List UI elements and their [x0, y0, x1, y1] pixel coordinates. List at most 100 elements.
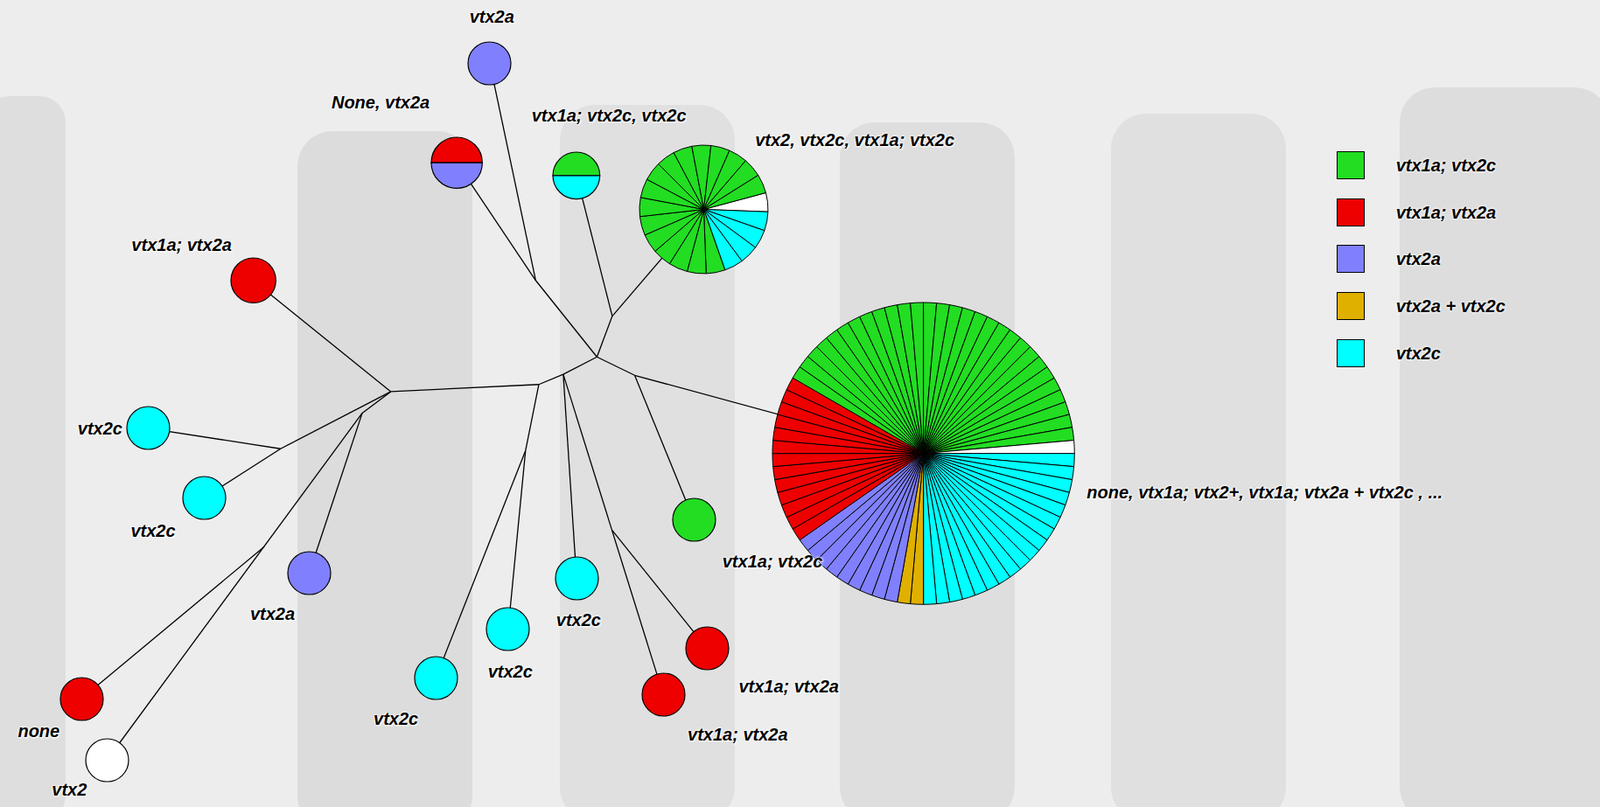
node-label: vtx2c	[77, 418, 123, 440]
pie-slice	[414, 656, 458, 700]
pie-slice	[923, 454, 937, 606]
pie-symbol	[431, 137, 483, 189]
node-label: vtx1a; vtx2c, vtx2c	[531, 104, 687, 126]
pie-symbol	[672, 498, 716, 542]
isolate-circle: vtx2c	[126, 406, 170, 450]
isolate-circle: vtx1a; vtx2c	[672, 498, 716, 542]
tree-branch	[596, 356, 635, 376]
isolate-circle: none	[60, 677, 104, 721]
pie-symbol	[639, 145, 769, 274]
pie-slice	[126, 406, 170, 450]
node-label: none, vtx1a; vtx2+, vtx1a; vtx2a + vtx2c…	[1086, 482, 1443, 504]
pie-slice	[910, 302, 924, 455]
pie-symbol	[414, 656, 458, 700]
tree-branch	[489, 62, 536, 280]
isolate-circle: vtx2c	[486, 607, 530, 651]
legend-text: vtx1a; vtx2c	[1396, 154, 1497, 176]
pie-slice	[923, 440, 1076, 455]
pie-slice	[468, 41, 511, 85]
pie-slice	[786, 378, 923, 455]
pie-slice	[552, 152, 601, 176]
isolate-circle: vtx2a	[287, 551, 331, 595]
tree-branch	[535, 280, 597, 357]
node-label: vtx1a; vtx2c	[722, 551, 824, 573]
pie-slice	[431, 163, 483, 189]
tree-branch	[508, 451, 526, 630]
isolate-circle: vtx2, vtx2c, vtx1a; vtx2c	[639, 145, 769, 274]
pie-symbol	[85, 739, 129, 783]
node-label: vtx2c	[373, 708, 419, 730]
tree-branch	[391, 384, 539, 392]
legend-text: vtx2c	[1396, 342, 1441, 364]
node-label: vtx2, vtx2c, vtx1a; vtx2c	[754, 129, 955, 151]
isolate-circle: vtx2c	[414, 656, 458, 700]
isolate-circle: vtx1a; vtx2c, vtx2c	[552, 152, 601, 200]
node-label: vtx1a; vtx2a	[131, 234, 232, 256]
pie-slice	[773, 454, 924, 481]
pie-slice	[772, 454, 924, 468]
pie-slice	[555, 557, 599, 601]
legend-swatch	[1336, 292, 1365, 321]
node-label: vtx2c	[130, 520, 175, 542]
node-label: vtx1a; vtx2a	[738, 676, 839, 698]
tree-branch	[596, 316, 612, 358]
pie-symbol	[642, 673, 685, 717]
pie-slice	[182, 476, 226, 520]
pie-symbol	[486, 607, 530, 651]
legend-swatch	[1336, 339, 1365, 368]
legend-text: vtx2a + vtx2c	[1396, 295, 1506, 317]
node-label: vtx2c	[488, 661, 533, 683]
pie-slice	[897, 303, 924, 455]
node-label: vtx2a	[469, 6, 515, 28]
legend-text: vtx2a	[1396, 248, 1441, 270]
node-label: vtx2a	[250, 603, 295, 625]
pie-symbol	[126, 406, 170, 450]
tree-branch	[280, 391, 392, 449]
pie-symbol	[182, 476, 226, 520]
pie-symbol	[468, 41, 511, 85]
isolate-circle: vtx1a; vtx2a	[685, 627, 729, 671]
pie-slice	[486, 607, 530, 651]
pie-slice	[60, 677, 104, 721]
isolate-circle: vtx1a; vtx2a	[230, 258, 276, 303]
tree-branch	[525, 384, 539, 452]
isolate-circle: None, vtx2a	[431, 137, 483, 189]
node-label: none	[17, 720, 60, 742]
tree-branch	[362, 391, 392, 413]
tree-branch	[563, 374, 664, 695]
pie-slice	[685, 627, 729, 671]
pie-symbol	[685, 627, 729, 671]
tree-branch	[252, 280, 391, 392]
pie-slice	[230, 258, 276, 303]
tree-branch	[538, 374, 564, 385]
pie-slice	[923, 427, 1075, 455]
tree-branch	[635, 375, 695, 521]
node-label: None, vtx2a	[331, 91, 430, 113]
pie-slice	[704, 209, 726, 273]
pie-symbol	[60, 677, 104, 721]
legend-text: vtx1a; vtx2a	[1396, 202, 1497, 224]
pie-slice	[923, 454, 951, 605]
node-label: vtx1a; vtx2a	[687, 724, 789, 746]
pie-slice	[552, 175, 601, 200]
pie-symbol	[555, 557, 599, 601]
isolate-circle: vtx1a; vtx2a	[642, 673, 685, 717]
tree-branch	[106, 412, 363, 761]
pie-slice	[431, 137, 483, 163]
pie-symbol	[230, 258, 276, 303]
isolate-circle: vtx2a	[468, 41, 511, 85]
legend-swatch	[1336, 151, 1365, 180]
tree-branch	[308, 412, 363, 573]
legend-swatch	[1336, 198, 1365, 227]
tree-branch	[563, 374, 577, 579]
isolate-circle: vtx2c	[555, 557, 599, 601]
legend-swatch	[1336, 244, 1365, 273]
pie-symbol	[552, 152, 601, 200]
pie-slice	[672, 498, 716, 542]
pie-slice	[85, 739, 129, 783]
tree-branch	[612, 531, 707, 650]
tree-branch	[563, 356, 597, 375]
pie-slice	[704, 174, 767, 210]
pie-slice	[287, 551, 331, 595]
isolate-circle: vtx2c	[182, 476, 226, 520]
